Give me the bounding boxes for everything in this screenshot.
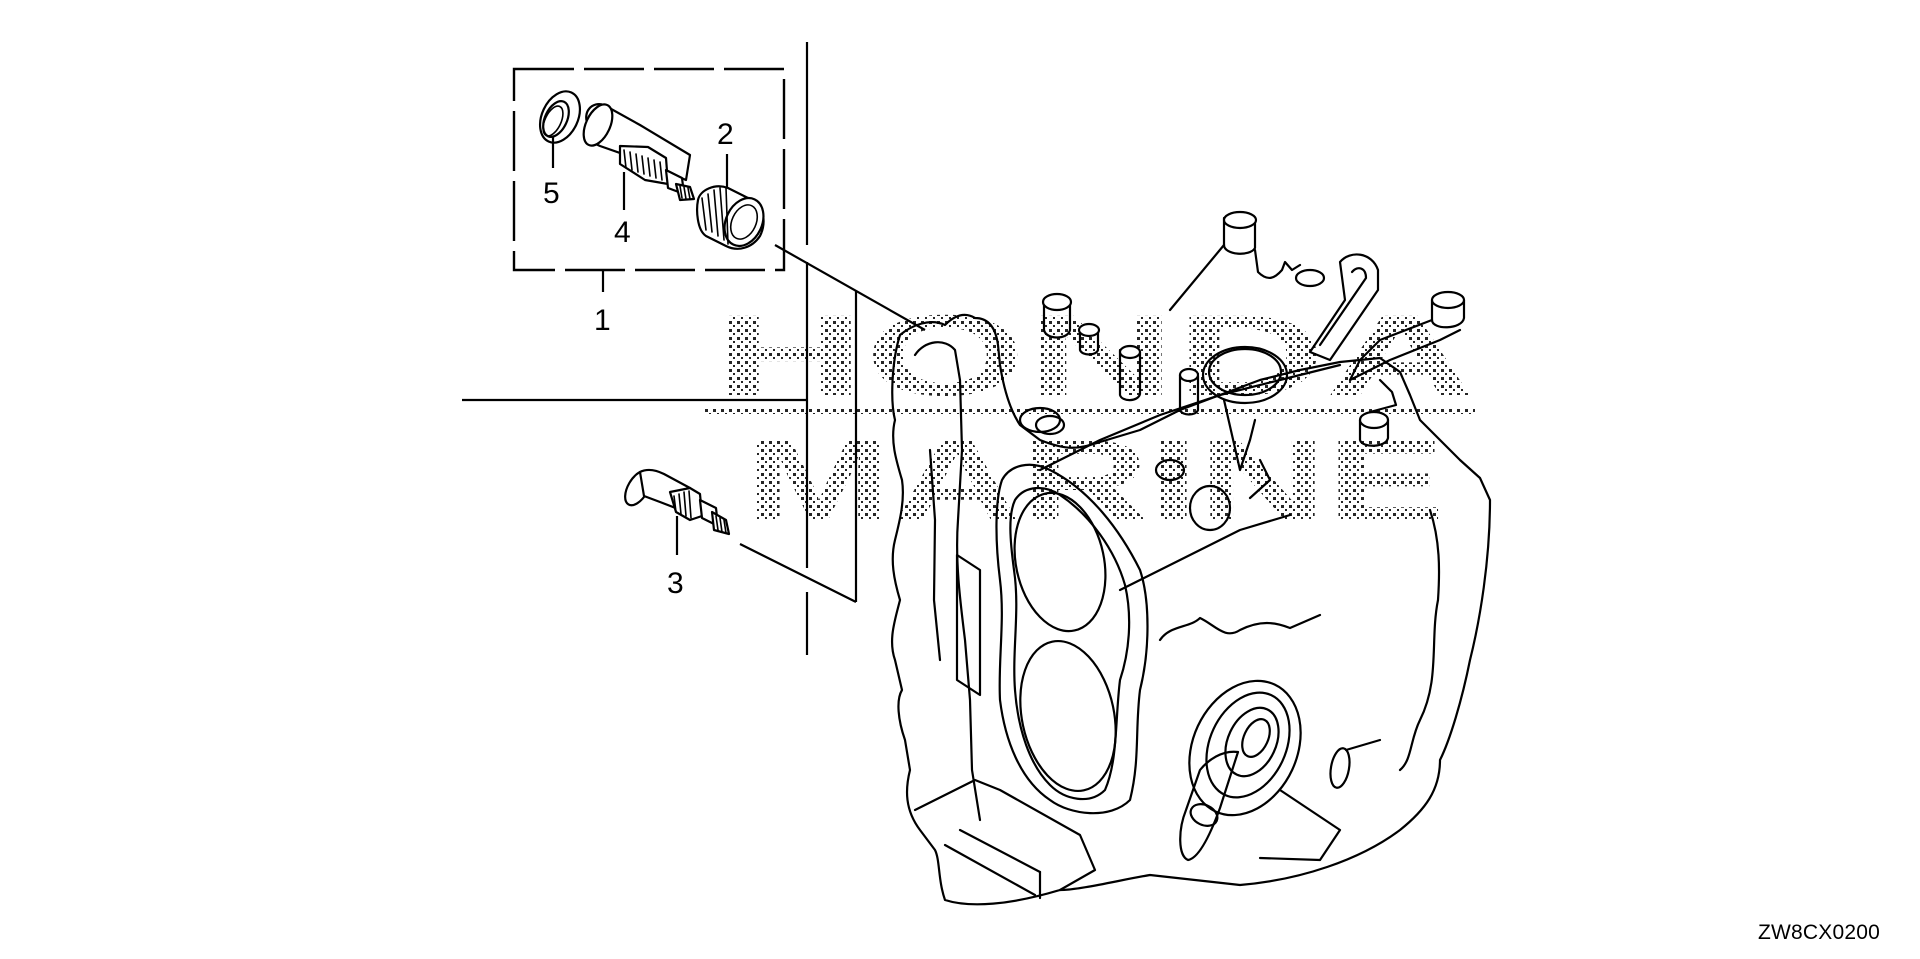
crank-boss-mid bbox=[1205, 691, 1291, 799]
part-3-sensor[interactable]: 3 bbox=[620, 467, 731, 600]
callout-3[interactable]: 3 bbox=[667, 567, 684, 600]
part-5-washer[interactable]: 5 bbox=[532, 85, 587, 210]
cylinder-bore-upper bbox=[1013, 491, 1107, 633]
watermark-line-2: MARINE bbox=[745, 417, 1445, 545]
cylinder-housing bbox=[995, 463, 1149, 815]
callout-5[interactable]: 5 bbox=[543, 177, 560, 210]
callout-1[interactable]: 1 bbox=[594, 304, 611, 337]
leader-part-2-to-engine bbox=[774, 244, 926, 331]
slot bbox=[955, 553, 982, 697]
diagram-code: ZW8CX0200 bbox=[1757, 921, 1880, 944]
engine-block[interactable] bbox=[891, 210, 1492, 906]
leader-part-3-to-engine bbox=[739, 543, 857, 603]
reference-lines bbox=[462, 42, 926, 655]
flange-ring bbox=[1201, 345, 1289, 405]
callout-2[interactable]: 2 bbox=[717, 118, 734, 151]
watermark-line-1: HONDA bbox=[715, 292, 1475, 420]
group-box-kit-1: 1 bbox=[512, 67, 786, 337]
oil-pipe bbox=[1179, 750, 1240, 862]
dashed-group-box bbox=[512, 67, 786, 272]
part-4-shaft[interactable]: 4 bbox=[578, 100, 696, 249]
watermark: HONDA MARINE bbox=[705, 292, 1475, 545]
top-rail bbox=[1308, 253, 1380, 362]
watermark-separator bbox=[705, 408, 1475, 414]
part-2-knurled-nut[interactable]: 2 bbox=[696, 118, 771, 252]
callout-4[interactable]: 4 bbox=[614, 216, 631, 249]
cylinder-bore-lower bbox=[1019, 639, 1117, 793]
engine-outline bbox=[891, 313, 1492, 906]
